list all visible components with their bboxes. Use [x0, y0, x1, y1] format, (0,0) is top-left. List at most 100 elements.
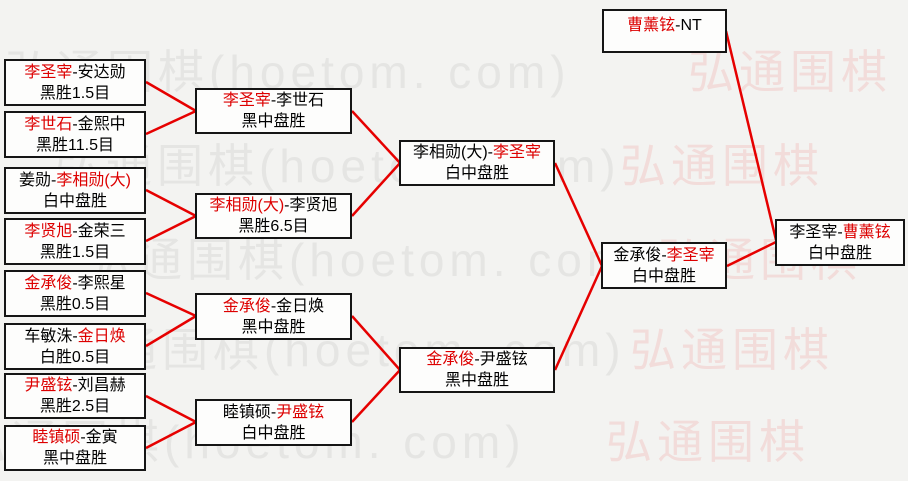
player-name: -金熙中 [72, 115, 126, 133]
match-players: 金承俊-金日焕 [223, 296, 324, 317]
watermark-brand-text-row4: 弘通围棋 [630, 324, 834, 376]
winner-player-name: 李圣宰 [222, 92, 271, 109]
watermark-brand-text-row1: 弘通围棋 [688, 46, 892, 98]
match-result: 白中盘胜 [807, 244, 872, 262]
winner-player-name: 李相勋(大) [56, 171, 131, 189]
match-box-round1-match3: 姜勋-李相勋(大)白中盘胜 [4, 167, 146, 214]
winner-player-name: 李圣宰 [24, 63, 73, 81]
match-result: 白中盘胜 [42, 192, 107, 210]
match-result: 白中盘胜 [444, 165, 509, 182]
bracket-connector-line-4 [145, 214, 197, 243]
match-box-round1-match7: 尹盛铉-刘昌赫黑胜2.5目 [4, 373, 146, 419]
player-name: -尹盛铉 [474, 351, 528, 368]
match-box-round1-match5: 金承俊-李熙星黑胜0.5目 [4, 270, 146, 317]
player-name: -金寅 [80, 429, 118, 446]
watermark-brand-text-row2: 弘通围棋 [620, 140, 824, 192]
match-players: 睦镇硕-金寅 [32, 427, 117, 448]
match-box-round1-match4: 李贤旭-金荣三黑胜1.5目 [4, 218, 146, 265]
bracket-connector-line-3 [145, 188, 197, 218]
bracket-connector-line-16 [724, 30, 778, 241]
winner-player-name: 金承俊 [24, 274, 73, 292]
match-result: 黑胜6.5目 [238, 218, 309, 235]
bracket-connector-line-2 [145, 109, 197, 136]
match-box-round2-match4: 睦镇硕-尹盛铉白中盘胜 [195, 399, 352, 446]
bracket-connector-line-12 [351, 369, 401, 423]
player-name: -金荣三 [72, 222, 126, 240]
match-result: 白胜0.5目 [39, 348, 111, 366]
winner-player-name: 李贤旭 [24, 222, 73, 240]
match-players: 李相勋(大)-李圣宰 [413, 142, 541, 163]
player-name: -安达勋 [72, 63, 126, 81]
player-name: -李贤旭 [284, 197, 338, 214]
match-players: 姜勋-李相勋(大) [19, 170, 131, 191]
bracket-connector-line-1 [145, 80, 197, 113]
match-players: 车敏洙-金日焕 [24, 326, 125, 347]
player-name: 金承俊- [613, 246, 667, 264]
player-name: 睦镇硕- [222, 403, 277, 421]
match-box-titleholder-seed: 曹薰铉-NT [602, 9, 727, 53]
bracket-connector-line-5 [145, 291, 197, 318]
player-name: -李熙星 [72, 274, 126, 292]
match-result: 白中盘胜 [631, 267, 696, 285]
match-players: 尹盛铉-刘昌赫 [24, 375, 125, 396]
winner-player-name: 李相勋(大) [209, 197, 285, 214]
match-box-round1-match6: 车敏洙-金日焕白胜0.5目 [4, 323, 146, 370]
winner-player-name: 睦镇硕 [32, 429, 81, 446]
winner-player-name: 李圣宰 [666, 246, 715, 264]
match-box-title-final: 李圣宰-曹薰铉白中盘胜 [775, 219, 905, 266]
match-result: 黑中盘胜 [241, 318, 306, 336]
match-players: 李圣宰-曹薰铉 [789, 222, 890, 243]
player-name: -李世石 [270, 92, 325, 109]
match-players: 金承俊-李圣宰 [613, 245, 714, 266]
player-name: 姜勋- [18, 171, 57, 189]
match-box-round1-match1: 李圣宰-安达勋黑胜1.5目 [4, 59, 146, 106]
bracket-connector-line-14 [553, 265, 604, 371]
match-result: 黑胜2.5目 [39, 398, 111, 415]
winner-player-name: 李圣宰 [492, 144, 541, 161]
bracket-connector-line-15 [726, 240, 777, 268]
match-result: 黑胜0.5目 [39, 295, 111, 313]
match-players: 睦镇硕-尹盛铉 [223, 402, 324, 423]
player-name: -NT [675, 17, 702, 34]
watermark-site-text-row3: 弘通围棋(hoetom. com) [85, 234, 651, 286]
match-players: 李圣宰-安达勋 [24, 62, 125, 83]
winner-player-name: 金承俊 [222, 297, 271, 315]
match-result: 黑胜1.5目 [39, 243, 111, 261]
winner-player-name: 曹薰铉 [842, 223, 891, 241]
bracket-connector-line-11 [351, 315, 401, 371]
player-name: 车敏洙- [24, 327, 78, 345]
winner-player-name: 金承俊 [426, 351, 475, 368]
match-players: 金承俊-尹盛铉 [426, 349, 527, 370]
winner-player-name: 尹盛铉 [276, 403, 325, 421]
match-result: 白中盘胜 [241, 424, 306, 442]
match-players: 李贤旭-金荣三 [24, 221, 125, 242]
bracket-connector-line-13 [553, 162, 604, 267]
match-result: 黑胜1.5目 [39, 84, 111, 102]
winner-player-name: 尹盛铉 [24, 377, 73, 394]
bracket-connector-line-8 [145, 420, 197, 450]
player-name: -刘昌赫 [72, 377, 126, 394]
match-result: 黑中盘胜 [42, 450, 107, 467]
winner-player-name: 李世石 [24, 115, 73, 133]
player-name: 李圣宰- [789, 223, 843, 241]
player-name: -金日焕 [270, 297, 325, 315]
match-players: 李圣宰-李世石 [223, 90, 324, 111]
bracket-connector-line-10 [351, 162, 401, 217]
match-box-semifinal-1: 李相勋(大)-李圣宰白中盘胜 [399, 140, 555, 186]
match-players: 金承俊-李熙星 [24, 273, 125, 294]
match-box-round2-match1: 李圣宰-李世石黑中盘胜 [195, 88, 352, 134]
bracket-connector-line-9 [351, 110, 401, 164]
match-box-round1-match8: 睦镇硕-金寅黑中盘胜 [4, 425, 146, 471]
match-result: 黑胜11.5目 [36, 136, 114, 154]
match-box-challenger-final: 金承俊-李圣宰白中盘胜 [601, 242, 727, 289]
winner-player-name: 金日焕 [77, 327, 126, 345]
bracket-connector-line-7 [145, 394, 197, 424]
bracket-connector-line-6 [145, 314, 197, 348]
match-box-semifinal-2: 金承俊-尹盛铉黑中盘胜 [399, 347, 555, 393]
match-result: 黑中盘胜 [241, 113, 306, 130]
match-box-round2-match3: 金承俊-金日焕黑中盘胜 [195, 293, 352, 340]
match-box-round1-match2: 李世石-金熙中黑胜11.5目 [4, 111, 146, 158]
